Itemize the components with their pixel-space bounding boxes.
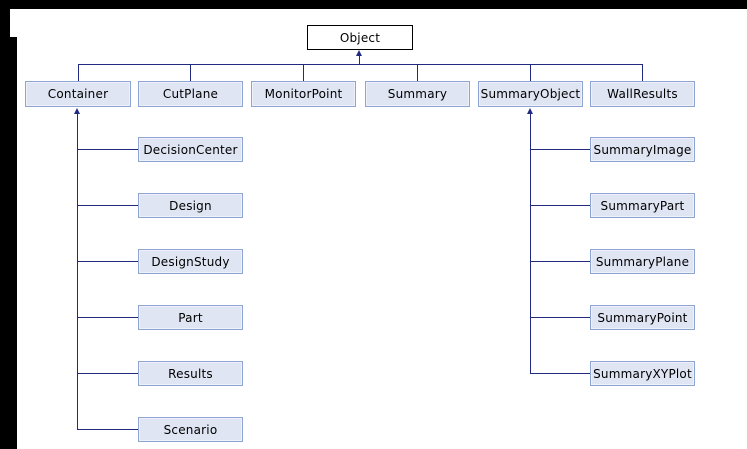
- node-wallresults[interactable]: WallResults: [590, 81, 695, 107]
- node-summarypart[interactable]: SummaryPart: [590, 193, 695, 218]
- edge-level1-bus: [78, 64, 643, 65]
- node-results[interactable]: Results: [138, 361, 243, 386]
- edge-container-to-results: [77, 373, 138, 374]
- edge-drop-summary: [417, 64, 418, 81]
- node-part[interactable]: Part: [138, 305, 243, 330]
- node-summaryxyplot[interactable]: SummaryXYPlot: [590, 361, 695, 386]
- edge-drop-wallresults: [642, 64, 643, 81]
- edge-summaryobject-to-summaryimage: [530, 149, 590, 150]
- node-scenario[interactable]: Scenario: [138, 417, 243, 442]
- node-summaryobject[interactable]: SummaryObject: [478, 81, 583, 107]
- arrowhead-to-container: [74, 108, 80, 114]
- edge-summaryobject-to-summarypoint: [530, 317, 590, 318]
- node-decisioncenter[interactable]: DecisionCenter: [138, 137, 243, 162]
- arrowhead-to-summaryobject: [527, 108, 533, 114]
- chrome-left-upper: [0, 9, 10, 37]
- edge-container-to-decisioncenter: [77, 149, 138, 150]
- node-summaryplane[interactable]: SummaryPlane: [590, 249, 695, 274]
- chrome-top-bar: [0, 0, 747, 9]
- edge-summaryobject-to-summaryplane: [530, 261, 590, 262]
- edge-container-to-design: [77, 205, 138, 206]
- node-monitorpoint[interactable]: MonitorPoint: [251, 81, 356, 107]
- edge-drop-cutplane: [190, 64, 191, 81]
- node-summary[interactable]: Summary: [365, 81, 470, 107]
- node-object[interactable]: Object: [307, 25, 413, 50]
- node-design[interactable]: Design: [138, 193, 243, 218]
- edge-summaryobject-to-summaryxyplot: [530, 373, 590, 374]
- node-designstudy[interactable]: DesignStudy: [138, 249, 243, 274]
- edge-drop-summaryobject: [530, 64, 531, 81]
- node-cutplane[interactable]: CutPlane: [138, 81, 243, 107]
- node-summarypoint[interactable]: SummaryPoint: [590, 305, 695, 330]
- edge-summaryobject-trunk: [530, 114, 531, 374]
- edge-summaryobject-to-summarypart: [530, 205, 590, 206]
- edge-container-to-scenario: [77, 429, 138, 430]
- node-container[interactable]: Container: [25, 81, 131, 107]
- edge-container-trunk: [77, 114, 78, 430]
- arrowhead-to-object: [356, 50, 362, 56]
- edge-drop-container: [78, 64, 79, 81]
- edge-container-to-designstudy: [77, 261, 138, 262]
- node-summaryimage[interactable]: SummaryImage: [590, 137, 695, 162]
- chrome-left-bar: [0, 37, 17, 449]
- edge-object-stem: [359, 55, 360, 65]
- edge-drop-monitorpoint: [303, 64, 304, 81]
- edge-container-to-part: [77, 317, 138, 318]
